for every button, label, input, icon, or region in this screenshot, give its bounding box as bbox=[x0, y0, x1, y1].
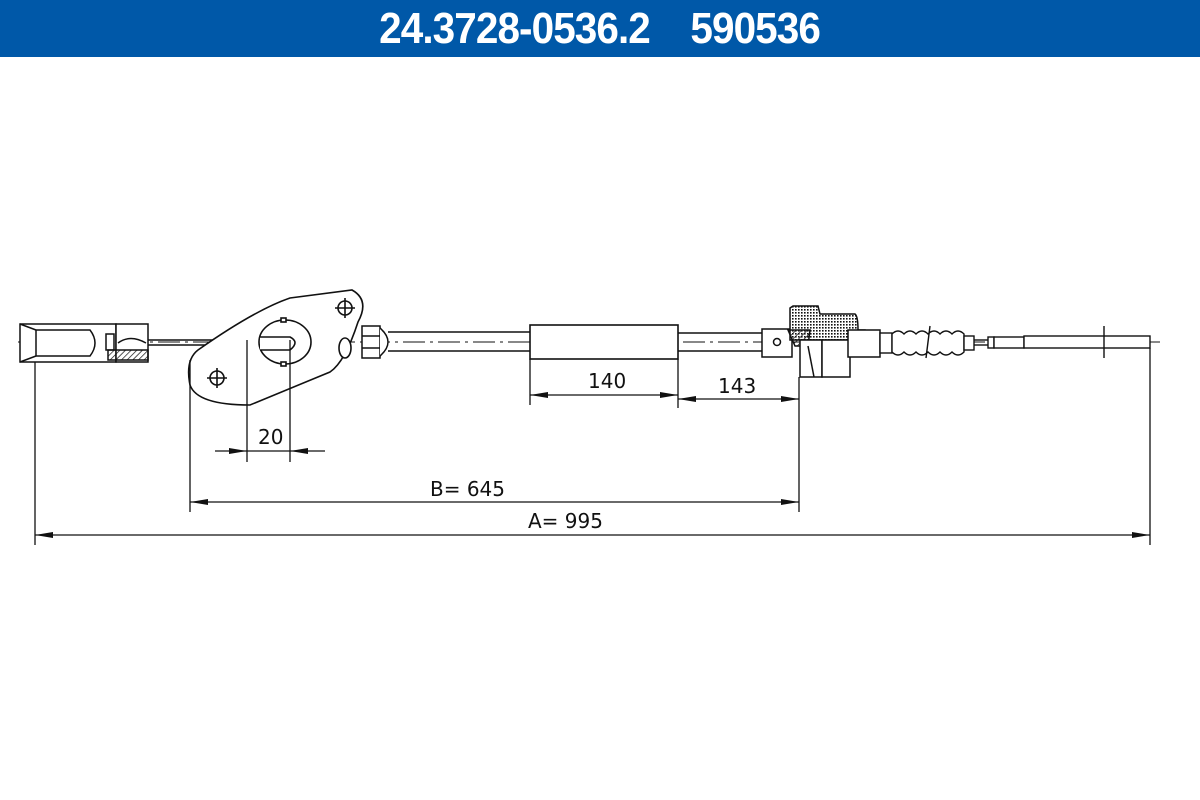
right-end-rod bbox=[974, 326, 1151, 358]
dimension-lines bbox=[35, 392, 1150, 538]
protective-sleeve bbox=[529, 324, 679, 360]
cable-nut bbox=[361, 325, 389, 359]
adjuster-assembly bbox=[761, 305, 881, 378]
dim-label-20: 20 bbox=[258, 425, 283, 449]
part-number: 24.3728-0536.2 bbox=[379, 3, 652, 53]
title-bar: 24.3728-0536.2 590536 bbox=[0, 0, 1200, 57]
mounting-bracket bbox=[187, 289, 364, 406]
rubber-boot bbox=[879, 325, 975, 359]
extension-lines bbox=[34, 340, 1151, 545]
left-end-fitting bbox=[19, 323, 260, 363]
reference-number: 590536 bbox=[690, 3, 821, 53]
dim-label-a: A= 995 bbox=[528, 509, 603, 533]
dim-label-140: 140 bbox=[588, 369, 626, 393]
dim-label-143: 143 bbox=[718, 374, 756, 398]
cable-jacket bbox=[388, 331, 762, 352]
dim-label-b: B= 645 bbox=[430, 477, 505, 501]
